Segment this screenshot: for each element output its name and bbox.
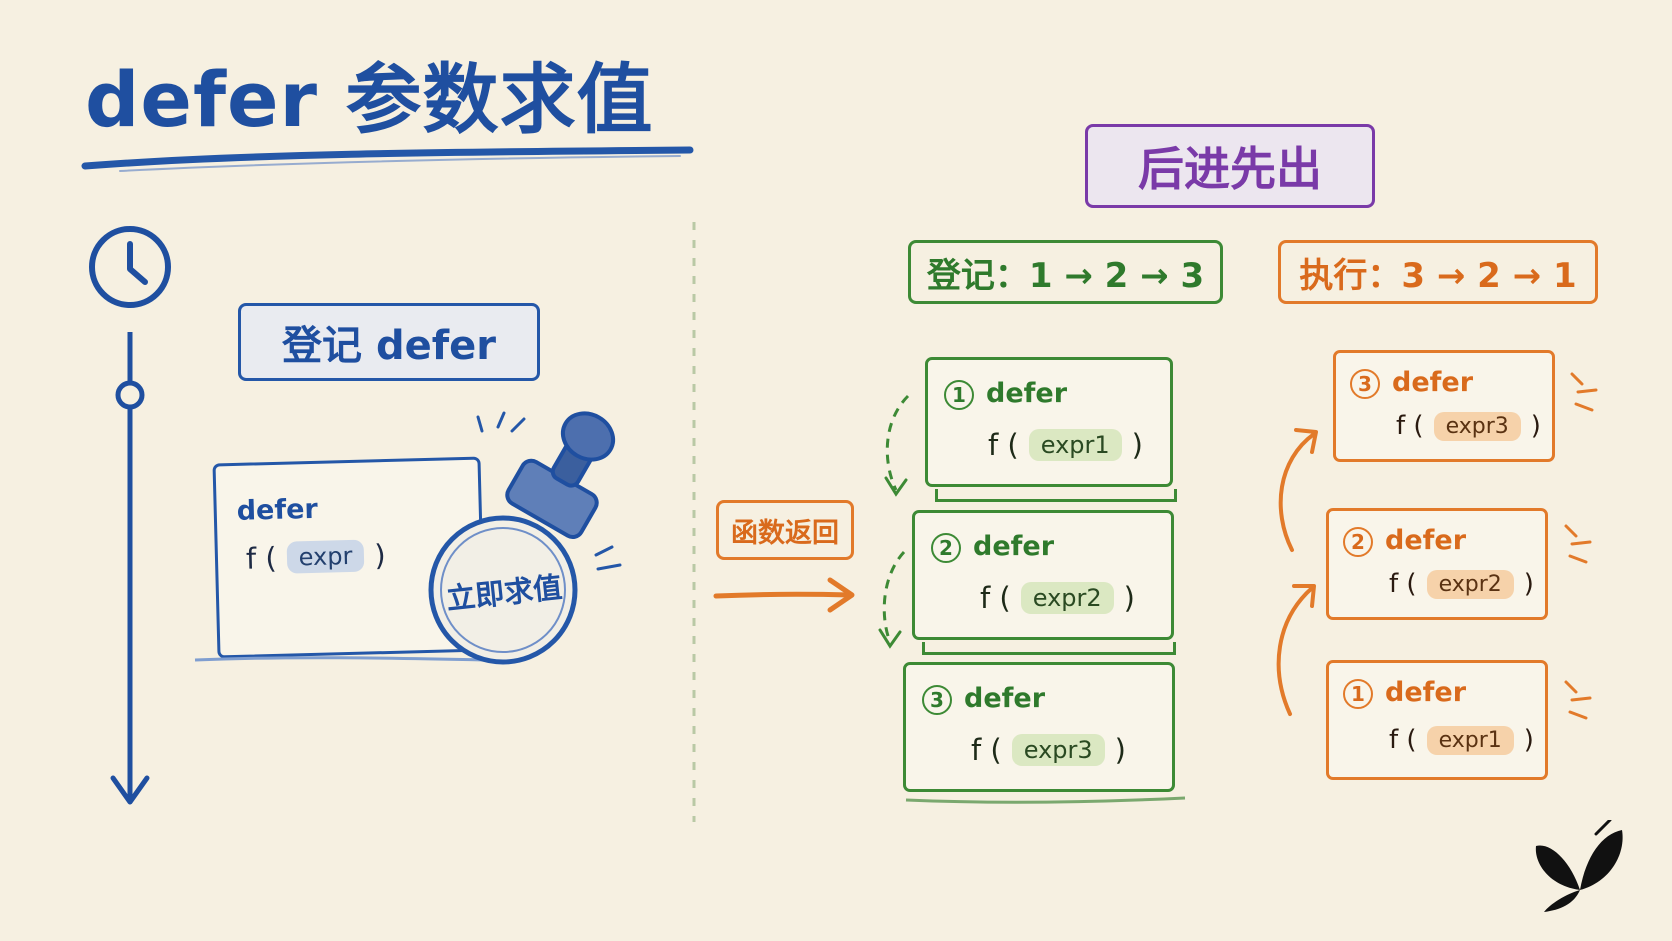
push-arrows bbox=[878, 394, 910, 649]
stamp-icon bbox=[428, 411, 622, 665]
number-badge: 1 bbox=[944, 379, 974, 410]
stack-edge bbox=[935, 489, 1177, 502]
close-paren: ) bbox=[373, 538, 387, 573]
call-expression: f ( expr ) bbox=[246, 538, 387, 576]
stack-edge bbox=[922, 642, 1176, 655]
exec-order-label: 执行：3 → 2 → 1 bbox=[1278, 240, 1598, 304]
function-return-label: 函数返回 bbox=[716, 500, 854, 560]
spark-marks bbox=[1564, 372, 1598, 720]
number-badge: 3 bbox=[1350, 368, 1380, 399]
timeline-marker bbox=[115, 380, 145, 410]
stack-shadow bbox=[905, 796, 1186, 804]
arg-expr: expr bbox=[286, 539, 365, 574]
defer-keyword: defer bbox=[236, 493, 319, 527]
butterfly-logo bbox=[1535, 820, 1623, 912]
timeline bbox=[89, 226, 171, 805]
number-badge: 1 bbox=[1343, 678, 1373, 709]
clock-icon bbox=[89, 226, 171, 308]
exec-arrows bbox=[1276, 428, 1318, 716]
number-badge: 2 bbox=[931, 532, 961, 563]
page-title: defer 参数求值 bbox=[85, 55, 654, 144]
lifo-label: 后进先出 bbox=[1085, 124, 1375, 208]
register-defer-label: 登记 defer bbox=[238, 303, 540, 381]
register-order-label: 登记：1 → 2 → 3 bbox=[908, 240, 1223, 304]
return-arrow bbox=[713, 577, 855, 613]
divider bbox=[692, 222, 696, 822]
title-underline bbox=[81, 146, 694, 172]
number-badge: 3 bbox=[922, 684, 952, 715]
fn-name: f ( bbox=[245, 540, 278, 576]
card-shadow bbox=[194, 656, 486, 662]
number-badge: 2 bbox=[1343, 526, 1373, 557]
